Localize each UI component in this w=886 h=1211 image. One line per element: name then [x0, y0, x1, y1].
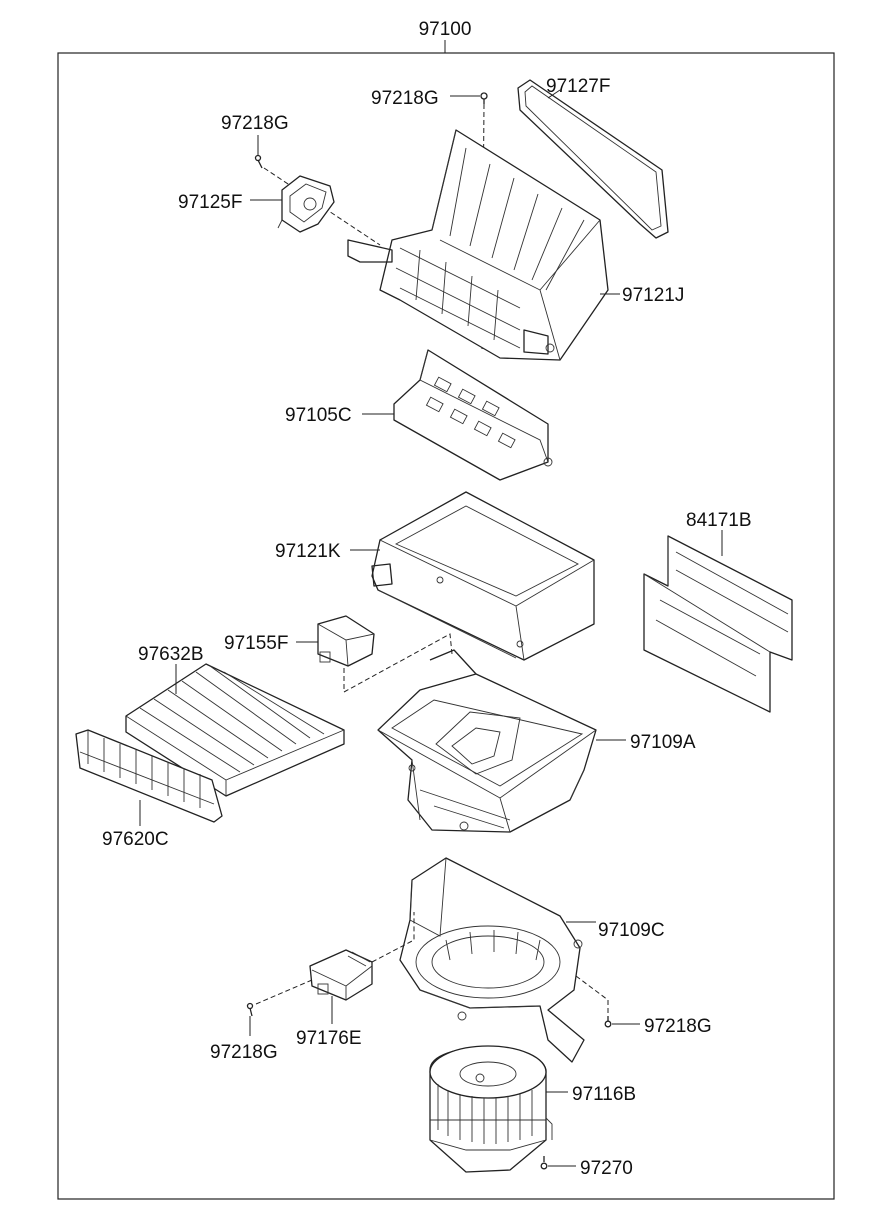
label-97105C: 97105C [285, 405, 352, 426]
resistor-axis [371, 912, 415, 963]
actuator-lower [317, 615, 375, 667]
label-97109C: 97109C [598, 920, 665, 941]
leader-97127F [547, 89, 561, 99]
filter-cover [75, 729, 223, 823]
label-97125F: 97125F [178, 192, 242, 213]
blower-upper-case [377, 649, 597, 833]
insulation-pad [643, 535, 793, 713]
label-97176E: 97176E [296, 1028, 362, 1049]
assembly-label: 97100 [419, 19, 472, 40]
screw-axis-left [263, 167, 381, 246]
screw-top-left [254, 154, 263, 169]
blower-motor [429, 1045, 553, 1173]
label-97218G-right: 97218G [644, 1016, 712, 1037]
screw-axis-right [575, 975, 609, 1016]
upper-intake-case [347, 129, 609, 361]
label-97620C: 97620C [102, 829, 169, 850]
assembly-frame [57, 52, 835, 1200]
screw-axis-lowerleft [255, 979, 313, 1005]
cabin-air-filter [125, 663, 345, 797]
label-97218G-top: 97218G [371, 88, 439, 109]
label-97116B: 97116B [572, 1084, 636, 1105]
label-97632B: 97632B [138, 644, 204, 665]
screw-lower-left [246, 1002, 254, 1017]
actuator [277, 175, 335, 233]
motor-screw [540, 1156, 548, 1170]
label-97218G-lowerleft: 97218G [210, 1042, 278, 1063]
label-97109A: 97109A [630, 732, 696, 753]
blower-lower-case [399, 857, 585, 1063]
blower-resistor [309, 949, 373, 1001]
actuator-lower-axis [343, 633, 453, 693]
label-97127F: 97127F [546, 76, 610, 97]
label-97270: 97270 [580, 1158, 633, 1179]
screw-top-center [480, 92, 488, 104]
label-97155F: 97155F [224, 633, 288, 654]
filter-frame [371, 491, 595, 661]
label-97121K: 97121K [275, 541, 341, 562]
screw-right [604, 1016, 612, 1028]
label-84171B: 84171B [686, 510, 752, 531]
label-97121J: 97121J [622, 285, 684, 306]
label-97218G-left: 97218G [221, 113, 289, 134]
intake-door [393, 349, 553, 481]
